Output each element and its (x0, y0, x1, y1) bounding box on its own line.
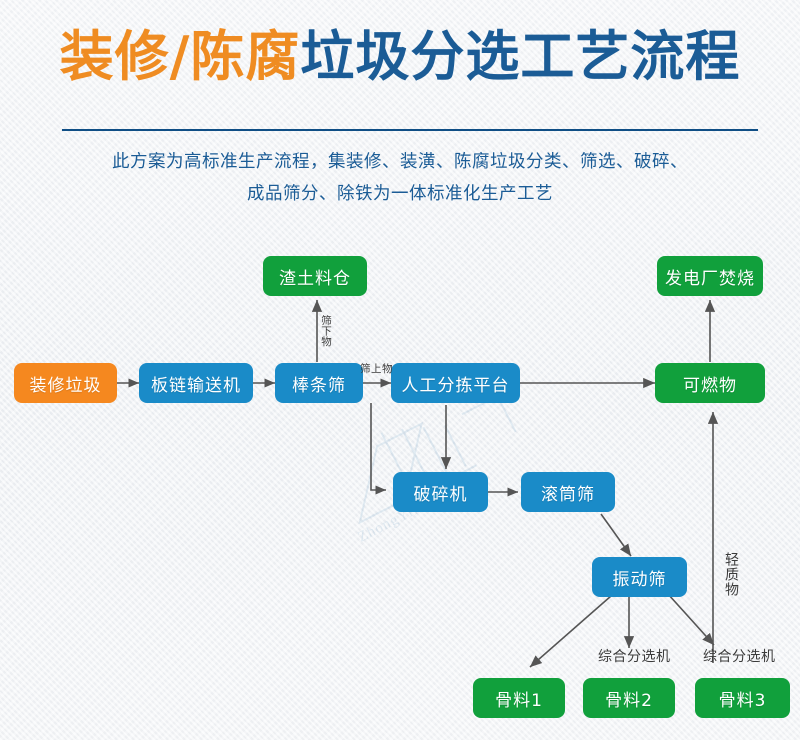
node-bar-screen[interactable]: 棒条筛 (275, 363, 363, 403)
edge-label-light-material: 轻质物 (723, 552, 739, 597)
node-aggregate-1[interactable]: 骨料1 (473, 678, 565, 718)
node-trommel-screen[interactable]: 滚筒筛 (521, 472, 615, 512)
watermark-logo-icon (358, 394, 517, 525)
edge-label-comprehensive-sorter-1: 综合分选机 (598, 649, 671, 665)
node-combustibles-label: 可燃物 (683, 375, 737, 396)
page-title: 装修/陈腐垃圾分选工艺流程 (0, 25, 800, 88)
node-aggregate-2-label: 骨料2 (605, 690, 653, 711)
node-slag-silo[interactable]: 渣土料仓 (263, 256, 367, 296)
node-plate-conveyor[interactable]: 板链输送机 (139, 363, 253, 403)
edge-vibrating-to-aggregate3 (667, 593, 715, 646)
node-vibrating-screen-label: 振动筛 (612, 569, 667, 590)
node-aggregate-1-label: 骨料1 (495, 690, 543, 711)
page-subtitle-line1: 此方案为高标准生产流程，集装修、装潢、陈腐垃圾分类、筛选、破碎、 (112, 152, 688, 172)
node-bar-screen-label: 棒条筛 (292, 375, 346, 396)
edge-label-under-screen: 筛下物 (320, 315, 332, 347)
node-decoration-waste[interactable]: 装修垃圾 (14, 363, 117, 403)
node-power-plant[interactable]: 发电厂焚烧 (657, 256, 763, 296)
edge-label-comprehensive-sorter-2: 综合分选机 (703, 649, 776, 665)
node-manual-sorting-label: 人工分拣平台 (401, 375, 510, 396)
node-manual-sorting[interactable]: 人工分拣平台 (391, 363, 520, 403)
page-subtitle-line2: 成品筛分、除铁为一体标准化生产工艺 (247, 184, 553, 204)
page-title-highlight: 装修/陈腐 (59, 25, 301, 88)
node-aggregate-3[interactable]: 骨料3 (695, 678, 790, 718)
node-vibrating-screen[interactable]: 振动筛 (592, 557, 687, 597)
node-crusher[interactable]: 破碎机 (393, 472, 488, 512)
node-aggregate-3-label: 骨料3 (718, 690, 767, 711)
node-combustibles[interactable]: 可燃物 (655, 363, 765, 403)
page-title-rest: 垃圾分选工艺流程 (300, 25, 741, 88)
header-divider (62, 129, 758, 131)
node-slag-silo-label: 渣土料仓 (279, 268, 351, 289)
node-plate-conveyor-label: 板链输送机 (151, 375, 241, 396)
node-crusher-label: 破碎机 (413, 484, 468, 505)
node-aggregate-2[interactable]: 骨料2 (583, 678, 675, 718)
node-decoration-waste-label: 装修垃圾 (29, 375, 102, 396)
node-power-plant-label: 发电厂焚烧 (665, 268, 755, 289)
edge-barscreen-to-crusher (370, 403, 387, 495)
edge-label-over-screen: 筛上物 (360, 363, 393, 375)
edge-trommel-to-vibrating (600, 513, 632, 557)
watermark: ZhongYiKuangJi (310, 311, 650, 590)
page-subtitle: 此方案为高标准生产流程，集装修、装潢、陈腐垃圾分类、筛选、破碎、 成品筛分、除铁… (90, 146, 710, 210)
node-trommel-screen-label: 滚筒筛 (541, 484, 595, 505)
